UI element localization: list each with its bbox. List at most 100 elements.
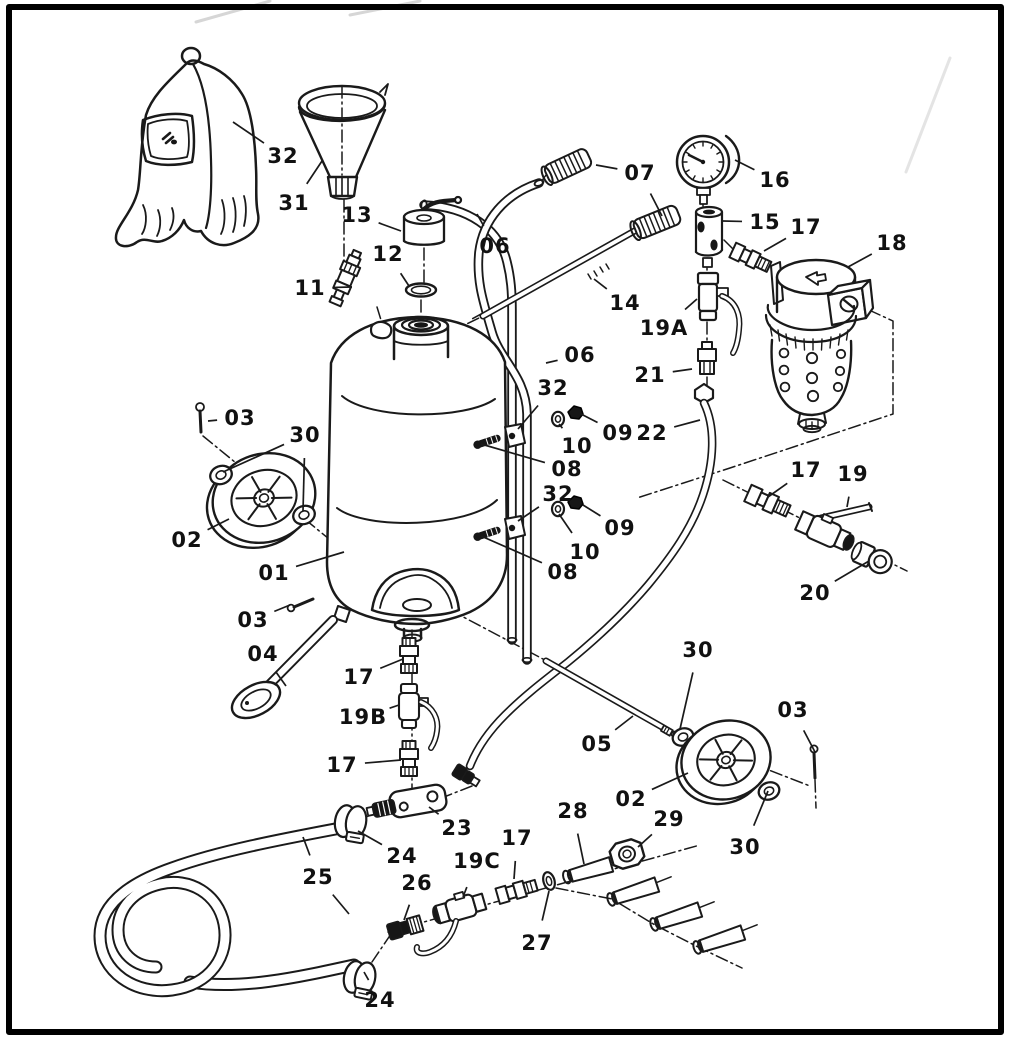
hose-nut (693, 382, 715, 405)
part-02-wheel-right (675, 719, 772, 806)
part-03-pin-mid (286, 597, 315, 613)
leader-line-02 (651, 772, 689, 791)
leader-line-07 (595, 164, 618, 170)
leader-line-16 (734, 159, 755, 171)
part-02-wheel-left (205, 451, 317, 550)
part-17-fitting-bottom (494, 878, 539, 905)
leader-line-19C (462, 886, 468, 898)
leader-line-21 (672, 368, 693, 373)
leader-line-24 (363, 971, 370, 981)
leader-line-31 (306, 160, 323, 185)
leader-line-17 (767, 482, 788, 498)
part-32-bracket-bottom (504, 515, 526, 540)
part-22-hose (451, 398, 717, 788)
leader-line-26 (403, 904, 411, 921)
leader-line-18 (847, 253, 873, 268)
part-19C-valve (413, 891, 488, 957)
leader-line-08 (480, 443, 546, 464)
page-border (6, 4, 1004, 1035)
leader-line-30 (302, 457, 306, 512)
part-24-clamp-bottom (342, 960, 377, 1001)
leader-line-04 (275, 672, 287, 687)
part-32-hood (114, 46, 260, 248)
leader-line-29 (637, 833, 653, 848)
tank-leg-stub (333, 605, 351, 623)
leader-line-23 (428, 806, 440, 815)
leader-line-07 (649, 193, 663, 217)
leader-line-27 (541, 890, 550, 921)
leader-line-10 (558, 513, 573, 534)
part-10-washer-bottom (550, 500, 566, 518)
leader-line-30 (752, 790, 769, 827)
part-17-fitting-mid-a (399, 637, 419, 674)
leader-line-12 (399, 272, 410, 287)
leader-line-03 (273, 604, 291, 613)
leader-line-17 (513, 860, 517, 880)
leader-line-32 (232, 121, 265, 144)
part-14-pickup-tube (479, 225, 642, 320)
leader-line-13 (378, 222, 402, 232)
leader-line-03 (802, 729, 816, 753)
leader-line-30 (222, 443, 285, 473)
part-17-fitting-mid-b (399, 740, 419, 777)
part-04-leg (230, 615, 338, 720)
part-19B-valve (397, 682, 441, 751)
leader-line-14 (593, 278, 608, 290)
part-24-clamp-top (333, 804, 368, 845)
leader-line-08 (480, 535, 543, 564)
leader-line-32 (517, 404, 539, 430)
leader-line-24 (357, 830, 383, 846)
leader-line-28 (576, 833, 585, 865)
part-17-fitting-right (743, 483, 792, 518)
part-10-washer-top (550, 410, 566, 428)
part-20-coupling (850, 541, 893, 575)
leader-line-20 (834, 560, 870, 583)
tank-valve-boss (369, 320, 393, 340)
leader-line-19A (684, 298, 698, 311)
leader-line-03 (207, 419, 218, 422)
part-25-hose (93, 820, 361, 998)
leader-line-09 (580, 413, 598, 424)
part-17-fitting-top (728, 241, 773, 273)
leader-line-17 (763, 237, 787, 252)
leader-line-01 (295, 551, 345, 568)
part-31-funnel (297, 83, 389, 200)
leader-line-25 (332, 894, 350, 915)
leader-line-02 (207, 518, 230, 531)
part-15-manifold (694, 205, 724, 268)
tank-filler-neck (392, 315, 450, 361)
leader-line-30 (679, 672, 694, 730)
part-26-fitting (386, 914, 425, 941)
part-11-safety-valve (328, 248, 363, 308)
leader-line-17 (379, 658, 404, 670)
part-09-nut-bottom (567, 495, 584, 510)
tank-outlet-flange (393, 617, 431, 633)
part-12-gasket (404, 282, 438, 298)
part-30-washer-left-b (292, 504, 316, 526)
leader-line-10 (558, 423, 564, 429)
part-19-ball-valve (794, 502, 873, 551)
part-03-pin-left (195, 402, 205, 434)
leader-line-17 (364, 759, 402, 764)
part-30-washer-right-b (757, 781, 781, 801)
part-21-fitting (693, 341, 717, 405)
hood-window (140, 112, 196, 167)
leader-line-06 (545, 359, 558, 364)
part-16-pressure-gauge (675, 134, 741, 205)
leader-line-09 (582, 504, 601, 517)
leader-line-19 (846, 496, 850, 508)
leader-line-25 (302, 836, 311, 856)
tank-stand-gusset (370, 567, 461, 618)
part-03-pin-right (809, 744, 819, 780)
part-07-grips (540, 148, 682, 242)
leader-line-19B (389, 704, 400, 709)
part-29-nut (608, 838, 646, 870)
leader-line-06 (476, 213, 485, 227)
hood-hanger-ring (180, 46, 202, 66)
part-06-handle-tubes (419, 178, 545, 665)
part-18-filter (764, 258, 875, 434)
part-32-bracket-top (504, 423, 526, 448)
